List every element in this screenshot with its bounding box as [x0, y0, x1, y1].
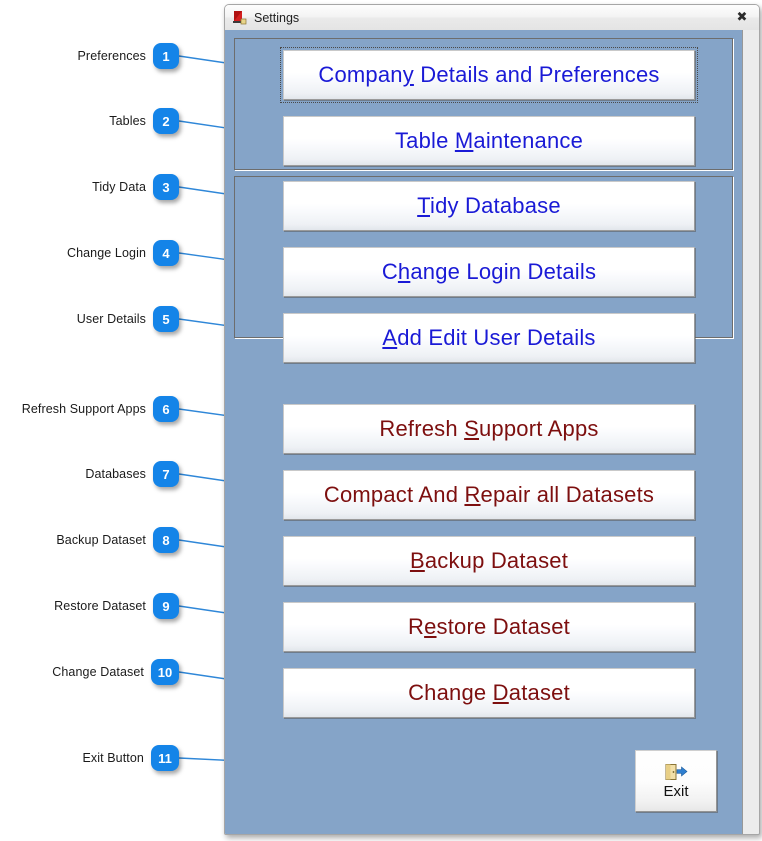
callout-label: User Details — [76, 312, 146, 326]
callout-label: Tables — [109, 114, 146, 128]
button-refresh-support-apps[interactable]: Refresh Support Apps — [283, 404, 695, 454]
window-title: Settings — [254, 10, 300, 25]
callout-badge: 7 — [153, 461, 179, 487]
close-icon[interactable]: ✖ — [736, 10, 748, 25]
callout-5: User Details 5 — [0, 306, 179, 332]
callout-badge: 2 — [153, 108, 179, 134]
callout-badge: 6 — [153, 396, 179, 422]
callout-badge: 9 — [153, 593, 179, 619]
button-label: Restore Dataset — [408, 614, 570, 639]
callout-badge: 8 — [153, 527, 179, 553]
callout-badge: 5 — [153, 306, 179, 332]
button-label: Table Maintenance — [394, 128, 584, 153]
button-label: Change Login Details — [381, 259, 597, 284]
button-label: Refresh Support Apps — [379, 416, 599, 441]
callout-badge: 11 — [151, 745, 179, 771]
callout-badge: 10 — [151, 659, 179, 685]
button-backup-dataset[interactable]: Backup Dataset — [283, 536, 695, 586]
callout-10: Change Dataset 10 — [0, 659, 179, 685]
callout-label: Restore Dataset — [54, 599, 146, 613]
button-tidy-database[interactable]: Tidy Database — [283, 181, 695, 231]
callout-badge: 4 — [153, 240, 179, 266]
button-company-details-and-preferences[interactable]: Company Details and Preferences — [280, 47, 698, 103]
exit-button-label: Exit — [663, 782, 689, 800]
callout-label: Change Login — [66, 246, 146, 260]
button-label: Backup Dataset — [409, 548, 569, 573]
callout-label: Refresh Support Apps — [21, 402, 146, 416]
button-label: Company Details and Preferences — [318, 62, 660, 87]
callout-label: Databases — [85, 467, 146, 481]
button-label: Compact And Repair all Datasets — [323, 482, 655, 507]
app-icon — [232, 10, 247, 25]
button-add-edit-user-details[interactable]: Add Edit User Details — [283, 313, 695, 363]
callout-2: Tables 2 — [0, 108, 179, 134]
button-label: Change Dataset — [408, 680, 570, 705]
exit-button[interactable]: Exit — [635, 750, 717, 812]
callout-7: Databases 7 — [0, 461, 179, 487]
callout-label: Exit Button — [82, 751, 144, 765]
callout-label: Backup Dataset — [56, 533, 146, 547]
button-label: Tidy Database — [417, 193, 561, 218]
callout-badge: 3 — [153, 174, 179, 200]
callout-11: Exit Button 11 — [0, 745, 179, 771]
callout-1: Preferences 1 — [0, 43, 179, 69]
callout-4: Change Login 4 — [0, 240, 179, 266]
button-compact-and-repair-all-datasets[interactable]: Compact And Repair all Datasets — [283, 470, 695, 520]
button-change-login-details[interactable]: Change Login Details — [283, 247, 695, 297]
form-right-margin — [741, 30, 759, 834]
button-table-maintenance[interactable]: Table Maintenance — [283, 116, 695, 166]
title-bar[interactable]: Settings ✖ — [225, 5, 759, 31]
callout-label: Tidy Data — [92, 180, 146, 194]
form-client-area: Company Details and Preferences Table Ma… — [225, 30, 759, 834]
button-restore-dataset[interactable]: Restore Dataset — [283, 602, 695, 652]
callout-badge: 1 — [153, 43, 179, 69]
callout-8: Backup Dataset 8 — [0, 527, 179, 553]
callout-3: Tidy Data 3 — [0, 174, 179, 200]
preferences-group — [234, 38, 733, 170]
callout-9: Restore Dataset 9 — [0, 593, 179, 619]
callout-label: Preferences — [77, 49, 146, 63]
settings-window: Settings ✖ Company Details and Preferenc… — [224, 4, 760, 835]
callout-6: Refresh Support Apps 6 — [0, 396, 179, 422]
button-label: Add Edit User Details — [382, 325, 596, 350]
button-change-dataset[interactable]: Change Dataset — [283, 668, 695, 718]
exit-door-icon — [664, 763, 688, 781]
callout-label: Change Dataset — [52, 665, 144, 679]
